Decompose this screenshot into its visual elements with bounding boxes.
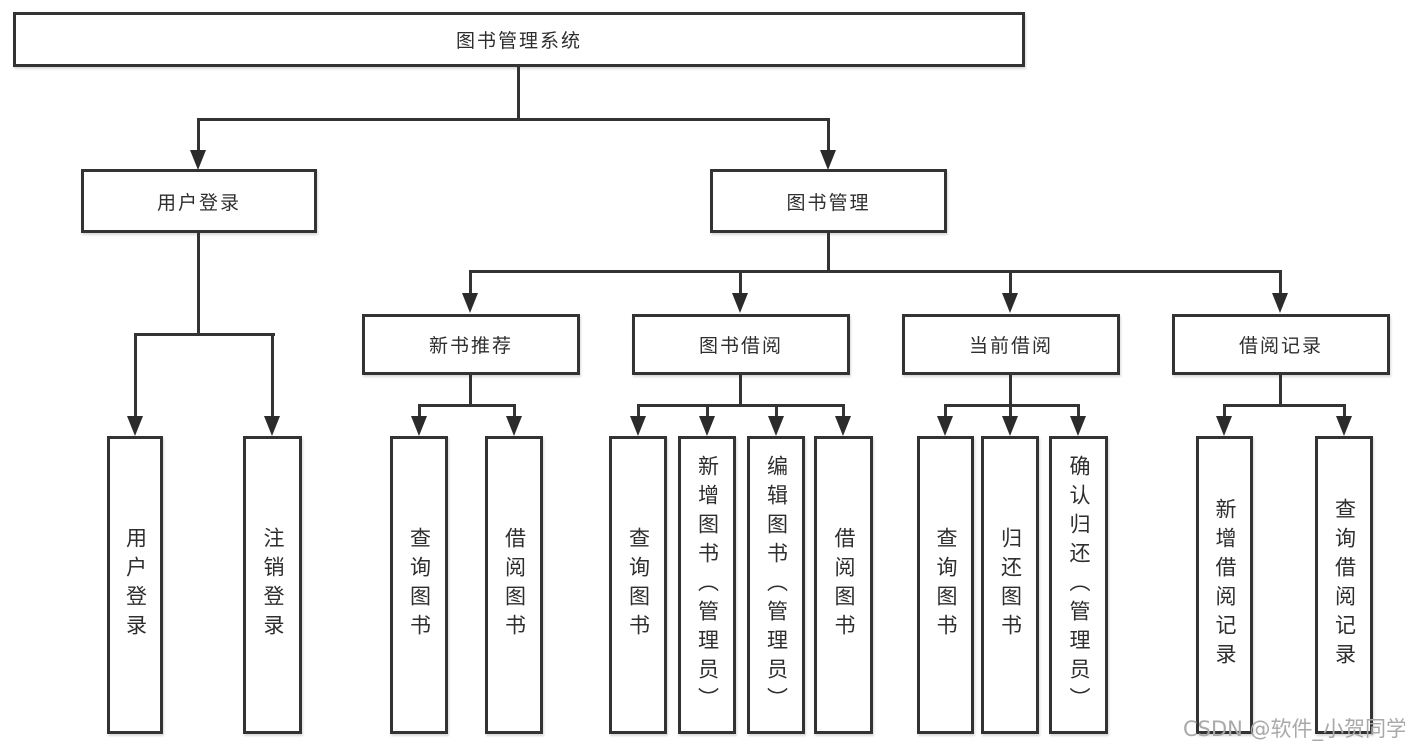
leaf-newbook-query-books-label: 查询图书 bbox=[407, 527, 432, 643]
node-user-login-label: 用户登录 bbox=[156, 191, 241, 214]
connector-drop bbox=[637, 404, 640, 418]
connector-borrow-records-stub bbox=[1279, 374, 1282, 407]
leaf-current-return-books-label: 归还图书 bbox=[998, 527, 1023, 643]
connector-drop bbox=[706, 404, 709, 418]
leaf-logout: 注销登录 bbox=[243, 436, 302, 734]
leaf-borrow-add-books-admin-label: 新增图书（管理员） bbox=[695, 454, 720, 716]
leaf-records-add-record: 新增借阅记录 bbox=[1196, 436, 1253, 734]
node-current-borrow-label: 当前借阅 bbox=[968, 335, 1053, 357]
node-book-management: 图书管理 bbox=[710, 169, 947, 233]
arrow-down-icon bbox=[1216, 416, 1232, 436]
connector-drop bbox=[1343, 404, 1346, 418]
arrow-down-icon bbox=[264, 416, 280, 436]
node-book-borrow-label: 图书借阅 bbox=[698, 335, 783, 357]
connector-new-book-rail bbox=[418, 404, 516, 407]
leaf-newbook-query-books: 查询图书 bbox=[390, 436, 448, 734]
arrow-down-icon bbox=[937, 416, 953, 436]
connector-user-login-stub bbox=[197, 232, 200, 336]
connector-level3-rail bbox=[470, 270, 1281, 273]
connector-drop-borrow-records bbox=[1279, 270, 1282, 295]
arrow-down-icon bbox=[732, 293, 748, 313]
leaf-borrow-borrow-books-label: 借阅图书 bbox=[832, 527, 856, 643]
connector-drop bbox=[513, 404, 516, 418]
arrow-down-icon bbox=[820, 150, 836, 170]
node-library-system: 图书管理系统 bbox=[13, 12, 1025, 67]
arrow-down-icon bbox=[411, 416, 427, 436]
connector-drop-login bbox=[134, 333, 137, 418]
connector-level2-rail bbox=[197, 118, 830, 121]
connector-drop bbox=[775, 404, 778, 418]
arrow-down-icon bbox=[127, 416, 143, 436]
connector-drop-new-book bbox=[469, 270, 472, 295]
leaf-current-query-books: 查询图书 bbox=[917, 436, 974, 734]
leaf-borrow-query-books-label: 查询图书 bbox=[626, 527, 651, 643]
leaf-user-login: 用户登录 bbox=[107, 436, 163, 734]
csdn-watermark: CSDN @软件_小贺同学 bbox=[1183, 717, 1405, 741]
connector-drop bbox=[1077, 404, 1080, 418]
leaf-borrow-add-books-admin: 新增图书（管理员） bbox=[678, 436, 736, 734]
arrow-down-icon bbox=[190, 150, 206, 170]
leaf-borrow-edit-books-admin-label: 编辑图书（管理员） bbox=[764, 454, 789, 716]
leaf-records-query-record: 查询借阅记录 bbox=[1315, 436, 1373, 734]
arrow-down-icon bbox=[1002, 293, 1018, 313]
leaf-records-query-record-label: 查询借阅记录 bbox=[1332, 498, 1357, 672]
connector-root-trunk bbox=[517, 66, 520, 121]
arrow-down-icon bbox=[699, 416, 715, 436]
connector-current-borrow-rail bbox=[944, 404, 1080, 407]
arrow-down-icon bbox=[768, 416, 784, 436]
node-new-book-recommend: 新书推荐 bbox=[362, 314, 580, 375]
arrow-down-icon bbox=[1272, 293, 1288, 313]
connector-drop-user-login bbox=[197, 118, 200, 152]
leaf-current-confirm-return-admin-label: 确认归还（管理员） bbox=[1067, 454, 1091, 716]
connector-drop-current-borrow bbox=[1009, 270, 1012, 295]
leaf-current-confirm-return-admin: 确认归还（管理员） bbox=[1049, 436, 1108, 734]
node-book-management-label: 图书管理 bbox=[786, 191, 871, 214]
node-library-system-label: 图书管理系统 bbox=[455, 30, 582, 52]
arrow-down-icon bbox=[1002, 416, 1018, 436]
leaf-newbook-borrow-books-label: 借阅图书 bbox=[502, 527, 527, 643]
connector-borrow-records-rail bbox=[1223, 404, 1345, 407]
connector-new-book-stub bbox=[469, 374, 472, 407]
connector-drop-book-borrow bbox=[739, 270, 742, 295]
leaf-records-add-record-label: 新增借阅记录 bbox=[1213, 498, 1237, 672]
connector-drop-logout bbox=[271, 333, 274, 418]
connector-book-borrow-stub bbox=[739, 374, 742, 407]
leaf-user-login-label: 用户登录 bbox=[123, 527, 148, 643]
leaf-borrow-borrow-books: 借阅图书 bbox=[814, 436, 873, 734]
node-new-book-recommend-label: 新书推荐 bbox=[428, 335, 513, 357]
leaf-borrow-query-books: 查询图书 bbox=[609, 436, 667, 734]
connector-book-management-stub bbox=[827, 232, 830, 273]
connector-drop bbox=[842, 404, 845, 418]
arrow-down-icon bbox=[835, 416, 851, 436]
node-borrow-records: 借阅记录 bbox=[1172, 314, 1390, 375]
arrow-down-icon bbox=[506, 416, 522, 436]
connector-book-borrow-rail bbox=[637, 404, 844, 407]
connector-current-borrow-stub bbox=[1009, 374, 1012, 407]
leaf-current-query-books-label: 查询图书 bbox=[934, 527, 958, 643]
leaf-logout-label: 注销登录 bbox=[261, 527, 285, 643]
arrow-down-icon bbox=[1070, 416, 1086, 436]
node-current-borrow: 当前借阅 bbox=[902, 314, 1120, 375]
arrow-down-icon bbox=[1336, 416, 1352, 436]
connector-drop bbox=[944, 404, 947, 418]
arrow-down-icon bbox=[630, 416, 646, 436]
connector-user-login-rail bbox=[134, 333, 275, 336]
connector-drop bbox=[418, 404, 421, 418]
node-user-login: 用户登录 bbox=[81, 169, 317, 233]
node-book-borrow: 图书借阅 bbox=[632, 314, 850, 375]
connector-drop bbox=[1009, 404, 1012, 418]
node-borrow-records-label: 借阅记录 bbox=[1238, 335, 1323, 357]
leaf-current-return-books: 归还图书 bbox=[981, 436, 1039, 734]
arrow-down-icon bbox=[462, 293, 478, 313]
leaf-newbook-borrow-books: 借阅图书 bbox=[485, 436, 543, 734]
leaf-borrow-edit-books-admin: 编辑图书（管理员） bbox=[747, 436, 805, 734]
connector-drop-book-management bbox=[827, 118, 830, 152]
connector-drop bbox=[1223, 404, 1226, 418]
